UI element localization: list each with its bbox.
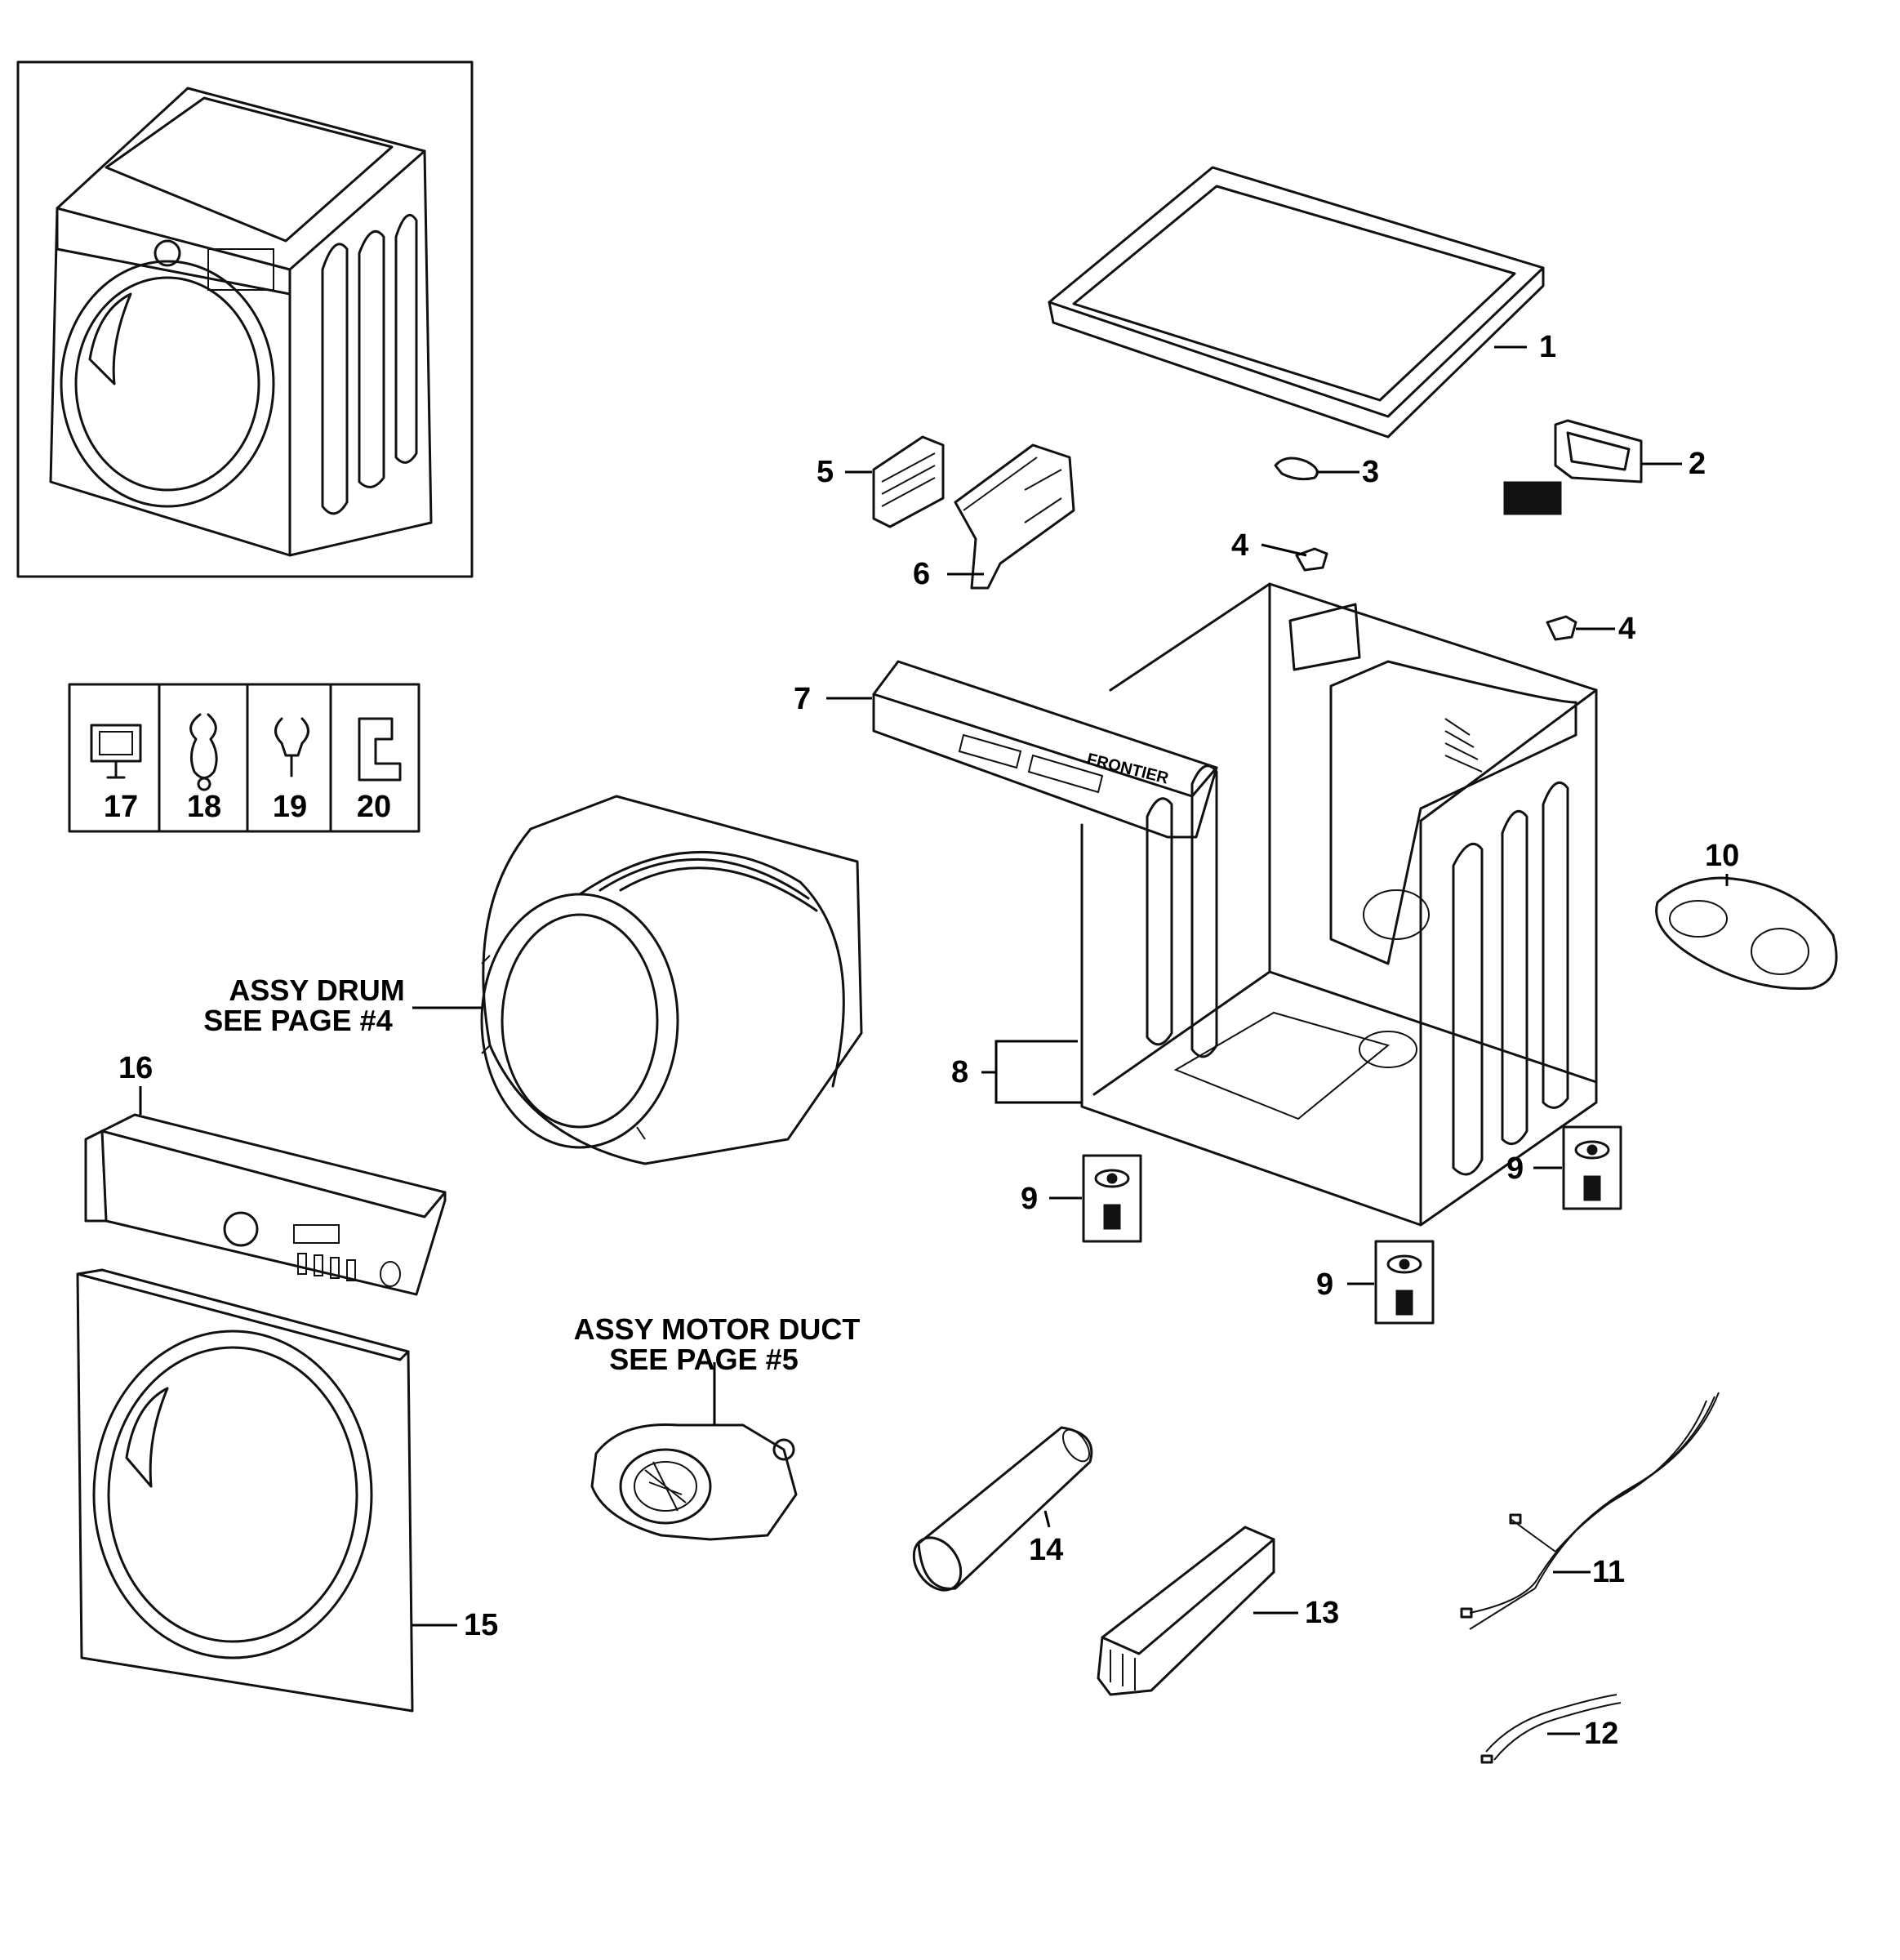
part-9-foot-a: 9 — [1021, 1154, 1142, 1243]
part-18-clip-icon — [189, 713, 218, 791]
part-9-foot-c: 9 — [1316, 1240, 1435, 1325]
label-17: 17 — [104, 790, 138, 824]
part-15-front-panel: 15 — [76, 1268, 498, 1713]
label-10: 10 — [1705, 839, 1739, 873]
part-4-hinge-a: 4 — [1231, 528, 1328, 572]
label-4a: 4 — [1231, 528, 1248, 563]
frontier-brand-text: FRONTIER — [1085, 751, 1171, 788]
part-10-seal: 10 — [1655, 839, 1838, 991]
part-2-display-bracket: 2 — [1503, 419, 1706, 515]
label-18: 18 — [187, 790, 221, 824]
label-11: 11 — [1592, 1555, 1625, 1589]
part-1-top-cover: 1 — [1048, 166, 1556, 439]
overview-dryer-inset — [16, 60, 474, 578]
label-4b: 4 — [1618, 612, 1635, 646]
label-3: 3 — [1362, 455, 1379, 489]
drum-callout-line2: SEE PAGE #4 — [203, 1004, 392, 1037]
label-15: 15 — [464, 1608, 498, 1642]
label-2: 2 — [1689, 447, 1706, 481]
label-20: 20 — [357, 790, 391, 824]
label-9a: 9 — [1021, 1182, 1038, 1216]
label-12: 12 — [1584, 1717, 1618, 1751]
part-16-control-panel: 16 — [84, 1051, 447, 1296]
part-9-foot-b: 9 — [1506, 1125, 1622, 1210]
small-parts-box: 17 18 19 20 — [68, 683, 420, 833]
motor-callout-line1: ASSY MOTOR DUCT — [574, 1312, 861, 1346]
part-7-front-frame: FRONTIER 7 — [794, 660, 1218, 839]
part-5-filter: 5 — [817, 435, 945, 528]
part-11-wire-harness: 11 — [1460, 1392, 1720, 1630]
motor-callout-line2: SEE PAGE #5 — [609, 1343, 798, 1376]
part-12-wire-harness: 12 — [1480, 1694, 1622, 1764]
motor-duct-assembly: ASSY MOTOR DUCT SEE PAGE #5 — [574, 1312, 861, 1541]
part-4-hinge-b: 4 — [1546, 612, 1635, 646]
part-3-gasket: 3 — [1274, 455, 1379, 489]
label-9b: 9 — [1506, 1152, 1524, 1186]
label-6: 6 — [913, 557, 930, 591]
label-9c: 9 — [1316, 1267, 1333, 1302]
label-5: 5 — [817, 455, 834, 489]
label-7: 7 — [794, 682, 811, 716]
part-13-heater: 13 — [1097, 1526, 1339, 1696]
part-19-clip-icon — [274, 717, 309, 777]
drum-assembly: ASSY DRUM SEE PAGE #4 — [203, 795, 863, 1165]
label-16: 16 — [118, 1051, 153, 1085]
label-8: 8 — [951, 1055, 968, 1089]
part-17-bracket-icon — [90, 724, 142, 779]
label-19: 19 — [273, 790, 307, 824]
drum-callout-line1: ASSY DRUM — [229, 973, 404, 1007]
part-8-cabinet: 8 — [951, 582, 1598, 1227]
part-6-bracket: 6 — [913, 443, 1075, 591]
label-13: 13 — [1305, 1596, 1339, 1630]
part-14-duct: 14 — [912, 1426, 1093, 1592]
label-14: 14 — [1029, 1533, 1063, 1567]
label-1: 1 — [1539, 330, 1556, 364]
part-20-clip-icon — [358, 717, 402, 782]
